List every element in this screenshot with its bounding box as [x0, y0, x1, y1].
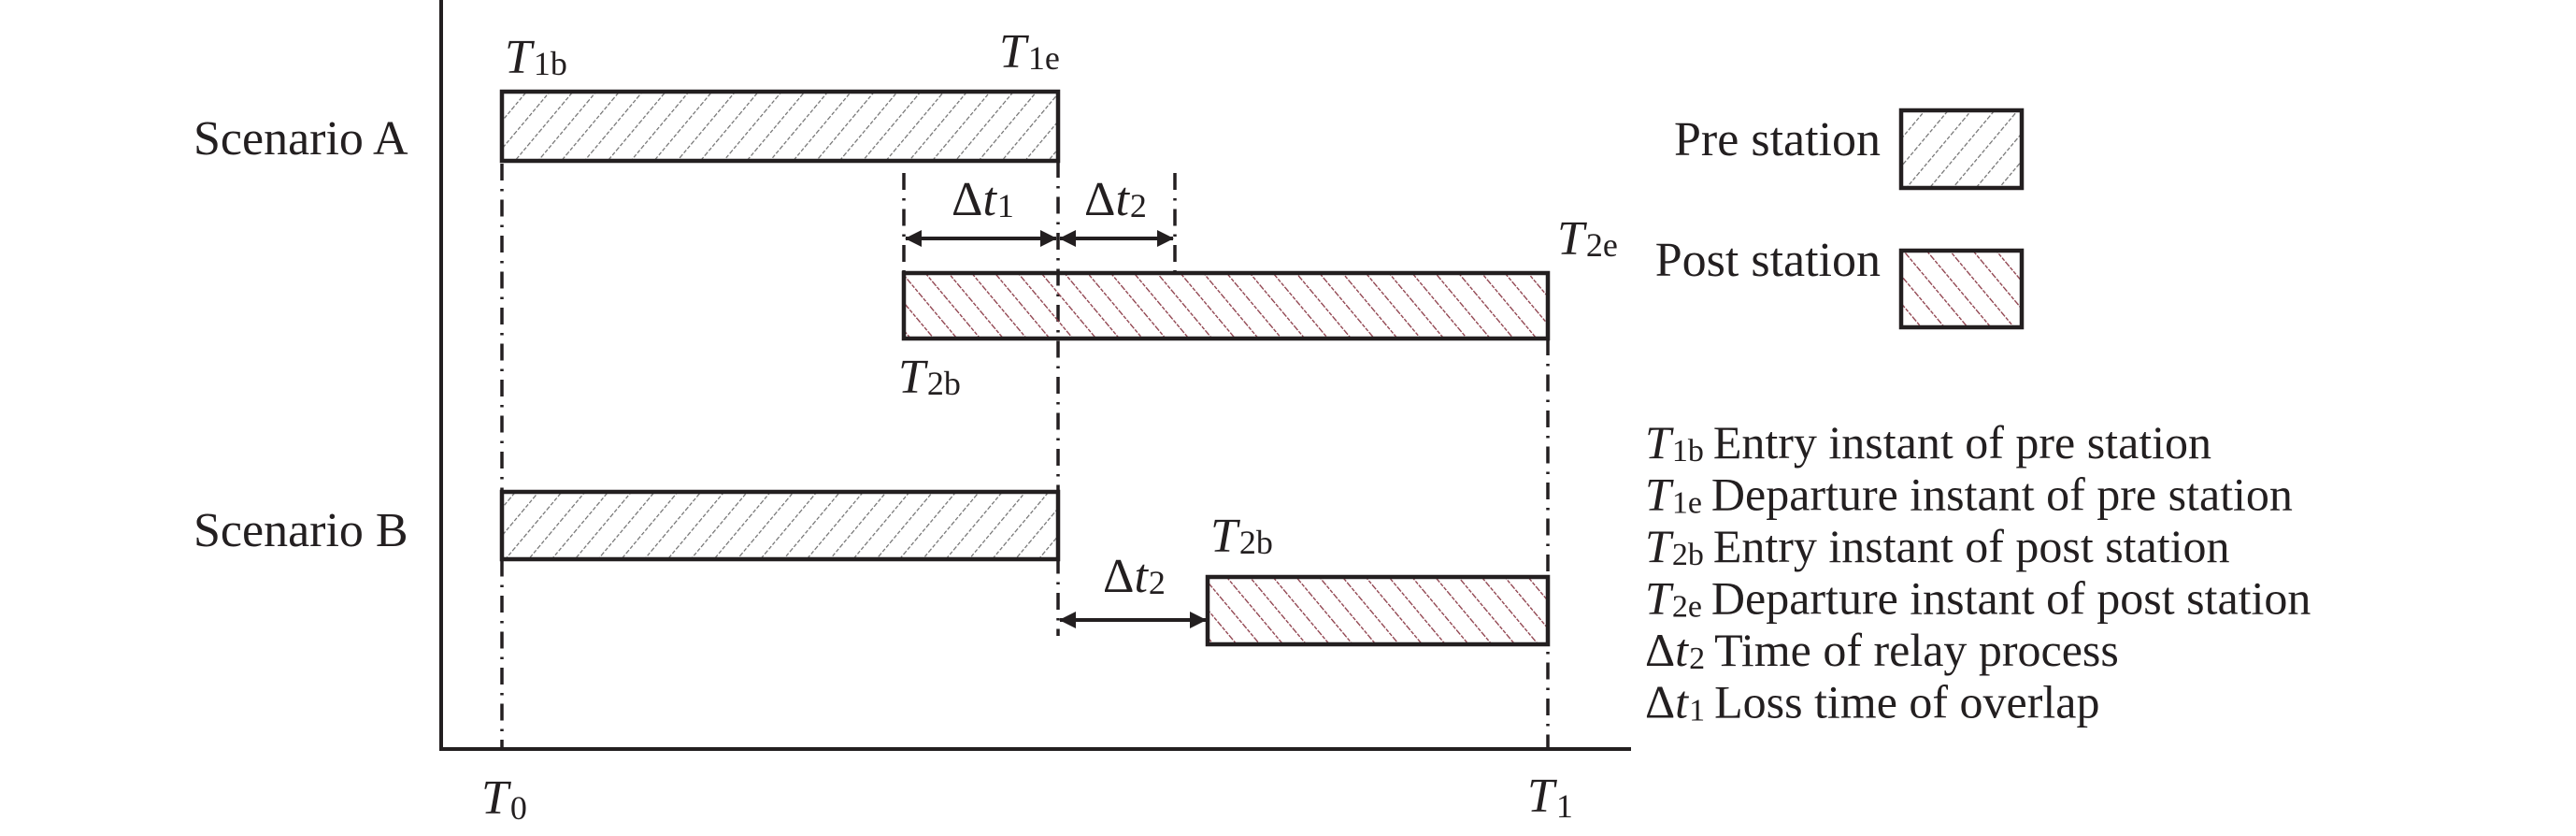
definition-item: T2e Departure instant of post station — [1645, 572, 2311, 625]
label-t1: T1 — [1527, 770, 1573, 825]
definition-text: Loss time of overlap — [1714, 676, 2099, 728]
definition-symbol: T — [1645, 468, 1674, 521]
label-dt2-scenario-a: Δt2 — [1084, 173, 1147, 226]
scenario-a-pre-station-bar — [499, 89, 1061, 164]
definition-symbol: t — [1675, 624, 1689, 676]
definition-subscript: 1e — [1672, 486, 1702, 521]
definition-subscript: 2 — [1689, 641, 1705, 676]
label-t0: T0 — [481, 771, 527, 827]
label-t1b: T1b — [505, 31, 567, 84]
label-t2b-scenario-b: T2b — [1210, 510, 1273, 563]
definition-symbol: T — [1645, 416, 1674, 468]
definition-item: Δt2 Time of relay process — [1645, 624, 2119, 676]
legend-post-station-label: Post station — [1655, 234, 1881, 287]
label-dt2-scenario-b: Δt2 — [1103, 550, 1166, 603]
label-dt1: Δt1 — [952, 173, 1014, 226]
definition-text: Time of relay process — [1714, 624, 2119, 676]
definition-subscript: 1b — [1672, 434, 1704, 468]
legend-pre-station-label: Pre station — [1674, 113, 1881, 166]
definition-subscript: 2e — [1672, 590, 1702, 625]
definition-item: T2b Entry instant of post station — [1645, 520, 2230, 572]
legend: Pre station Post station — [1655, 108, 2025, 330]
definition-subscript: 1 — [1689, 694, 1705, 728]
definition-text: Entry instant of pre station — [1713, 416, 2211, 468]
definition-item: T1e Departure instant of pre station — [1645, 468, 2293, 521]
definition-symbol: T — [1645, 520, 1674, 572]
label-t1e: T1e — [999, 25, 1060, 79]
scenario-a-label: Scenario A — [193, 112, 408, 166]
scenario-a-post-station-bar — [901, 270, 1551, 341]
definition-symbol: T — [1645, 572, 1674, 625]
legend-post-station-swatch — [1898, 248, 2025, 330]
definition-subscript: 2b — [1672, 538, 1704, 572]
label-t2e: T2e — [1557, 212, 1618, 266]
scenario-b-post-station-bar — [1205, 574, 1551, 647]
label-t2b-scenario-a: T2b — [898, 351, 961, 404]
definition-delta: Δ — [1645, 676, 1675, 728]
legend-pre-station-swatch — [1898, 108, 2025, 191]
definition-item: T1b Entry instant of pre station — [1645, 416, 2211, 468]
definition-text: Entry instant of post station — [1713, 520, 2230, 572]
scenario-b-pre-station-bar — [499, 489, 1061, 562]
definition-delta: Δ — [1645, 624, 1675, 676]
definition-symbol: t — [1675, 676, 1689, 728]
definition-text: Departure instant of post station — [1711, 572, 2311, 625]
definition-item: Δt1 Loss time of overlap — [1645, 676, 2099, 728]
definition-text: Departure instant of pre station — [1711, 468, 2293, 521]
scenario-b-label: Scenario B — [193, 504, 408, 557]
